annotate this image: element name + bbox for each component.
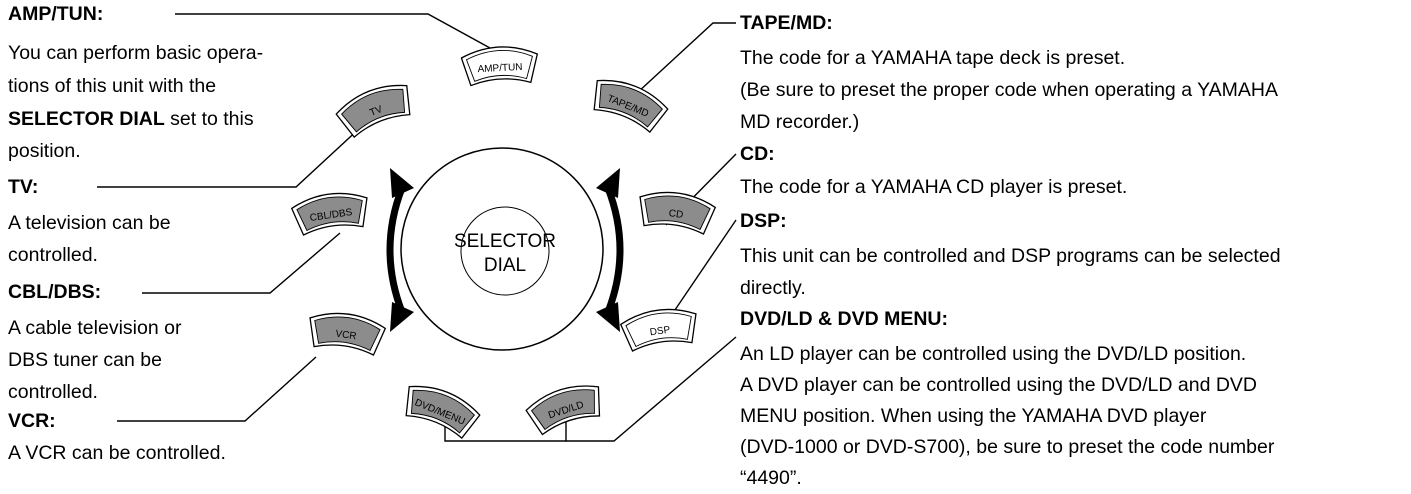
amp-tun-line2: tions of this unit with the	[8, 75, 217, 97]
amp-tun-heading: AMP/TUN:	[8, 3, 104, 25]
tv-body: A television can be controlled.	[8, 212, 171, 266]
dial-circle[interactable]	[400, 147, 604, 351]
leader-dvd	[565, 336, 737, 442]
position-dvd-menu[interactable]: DVD/MENU	[398, 377, 484, 442]
position-cd-label: CD	[668, 208, 684, 221]
position-dvd-ld[interactable]: DVD/LD	[522, 377, 608, 438]
leader-lines	[97, 13, 737, 442]
amp-tun-line4: position.	[8, 140, 81, 162]
leader-tape-md	[624, 22, 736, 105]
position-tape-md[interactable]: TAPE/MD	[586, 71, 672, 136]
dial-label-line1: SELECTOR	[454, 231, 556, 252]
leader-vcr	[117, 356, 317, 422]
rotate-left-arrow-icon	[386, 168, 414, 332]
dvd-body: An LD player can be controlled using the…	[740, 343, 1275, 489]
vcr-heading: VCR:	[8, 410, 56, 432]
position-vcr[interactable]: VCR	[305, 308, 388, 357]
vcr-body: A VCR can be controlled.	[8, 442, 226, 464]
leader-tv	[97, 125, 363, 188]
amp-tun-line1: You can perform basic opera-	[8, 42, 264, 64]
leader-amp-tun	[175, 13, 491, 49]
position-cd[interactable]: CD	[635, 187, 718, 236]
position-amp-tun[interactable]: AMP/TUN	[460, 44, 540, 87]
rotate-right-arrow-icon	[596, 168, 624, 332]
amp-tun-line3: SELECTOR DIAL set to this	[8, 106, 254, 133]
position-dsp[interactable]: DSP	[618, 304, 701, 353]
tape-md-body: The code for a YAMAHA tape deck is prese…	[740, 47, 1279, 133]
tape-md-heading: TAPE/MD:	[740, 12, 833, 34]
cbl-dbs-heading: CBL/DBS:	[8, 281, 102, 303]
position-cbl-dbs[interactable]: CBL/DBS	[289, 188, 372, 237]
position-tv[interactable]: TV	[332, 76, 418, 141]
position-vcr-label: VCR	[335, 329, 357, 343]
selector-dial-bold: SELECTOR DIAL	[8, 108, 165, 130]
dial-label-line2: DIAL	[484, 255, 526, 276]
dsp-body: This unit can be controlled and DSP prog…	[740, 245, 1281, 299]
dvd-heading: DVD/LD & DVD MENU:	[740, 308, 948, 330]
position-amp-tun-label: AMP/TUN	[477, 62, 523, 75]
tv-heading: TV:	[8, 176, 39, 198]
position-tv-label: TV	[368, 104, 384, 119]
amp-tun-line3-rest: set to this	[164, 108, 254, 130]
position-dsp-label: DSP	[649, 325, 671, 339]
dsp-heading: DSP:	[740, 210, 787, 232]
cbl-dbs-body: A cable television or DBS tuner can be c…	[8, 317, 182, 403]
leader-dvd-menu	[444, 422, 566, 442]
dial-inner-ring	[460, 206, 550, 296]
cd-body: The code for a YAMAHA CD player is prese…	[740, 176, 1128, 198]
cd-heading: CD:	[740, 143, 775, 165]
leader-cbl-dbs	[142, 232, 341, 294]
